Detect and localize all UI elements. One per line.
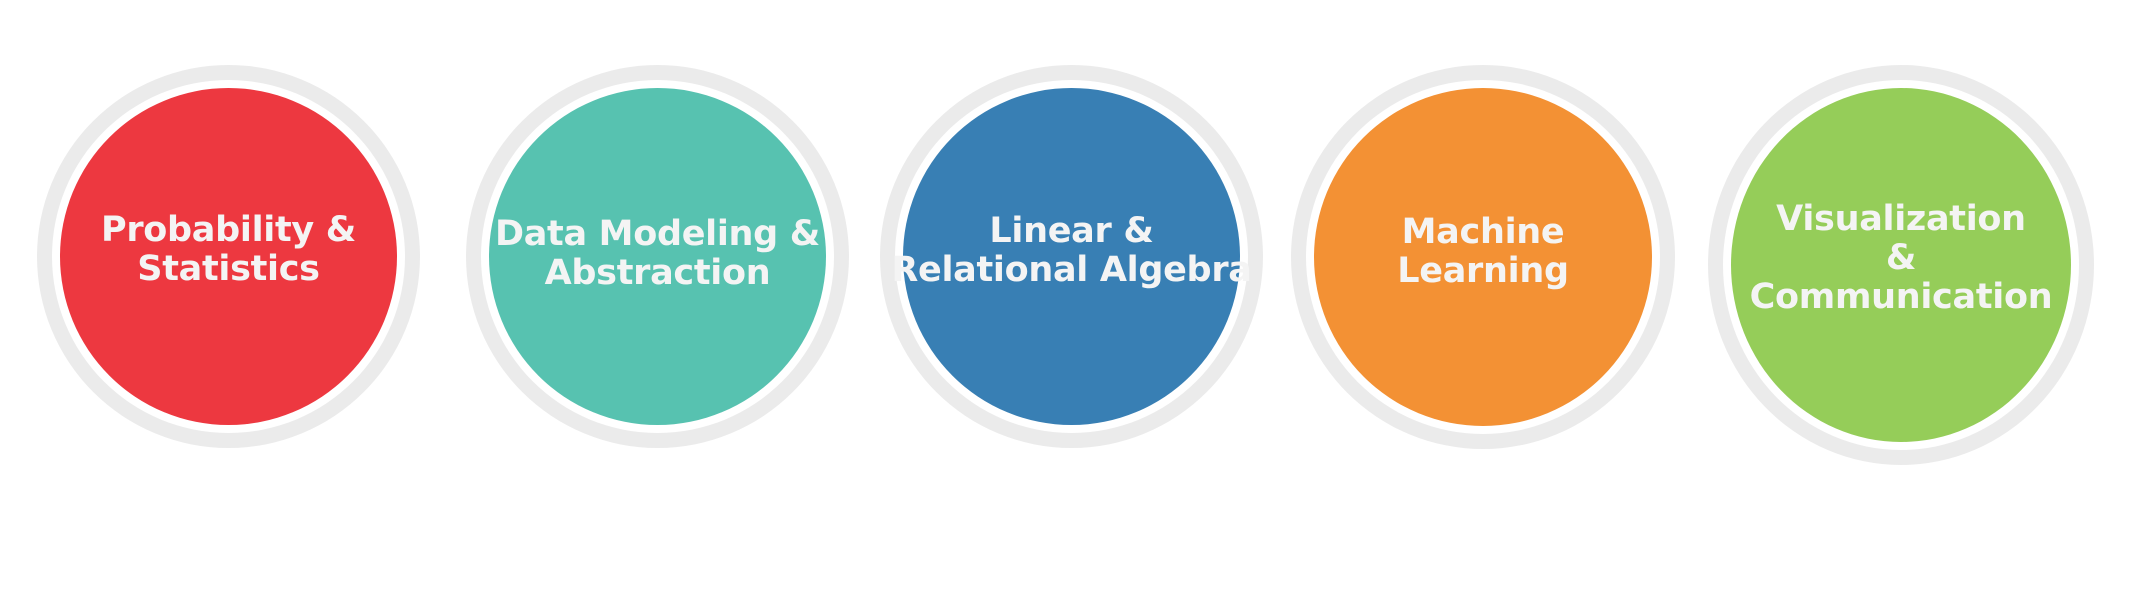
topic-label-line: & bbox=[1885, 237, 1917, 278]
topic-label-line: Learning bbox=[1397, 251, 1569, 291]
topic-circle-probability-statistics: Probability & Statistics bbox=[60, 88, 397, 425]
topic-node-linear-relational-algebra: Linear & Relational Algebra bbox=[880, 65, 1263, 448]
topic-ring-linear-relational-algebra: Linear & Relational Algebra bbox=[891, 80, 1252, 433]
topic-label-line: Visualization bbox=[1776, 198, 2026, 239]
topic-label-machine-learning: Machine Learning bbox=[1397, 212, 1569, 291]
topic-node-visualization-communication: Visualization & Communication bbox=[1708, 65, 2094, 465]
topic-label-linear-relational-algebra: Linear & Relational Algebra bbox=[891, 210, 1252, 290]
topic-label-line: Machine bbox=[1401, 212, 1565, 252]
topic-node-data-modeling-abstraction: Data Modeling & Abstraction bbox=[466, 65, 849, 448]
topic-ring-machine-learning: Machine Learning bbox=[1306, 80, 1660, 434]
topic-label-probability-statistics: Probability & Statistics bbox=[100, 209, 357, 289]
topic-label-line: Relational Algebra bbox=[891, 249, 1252, 290]
topic-label-line: Linear & bbox=[989, 210, 1154, 251]
topic-circle-data-modeling-abstraction: Data Modeling & Abstraction bbox=[489, 88, 826, 425]
topic-label-line: Probability & bbox=[100, 209, 357, 250]
topic-node-probability-statistics: Probability & Statistics bbox=[37, 65, 420, 448]
topic-circle-linear-relational-algebra: Linear & Relational Algebra bbox=[891, 88, 1252, 425]
topic-node-machine-learning: Machine Learning bbox=[1291, 65, 1675, 449]
topic-ring-visualization-communication: Visualization & Communication bbox=[1723, 80, 2079, 450]
topic-ring-data-modeling-abstraction: Data Modeling & Abstraction bbox=[481, 80, 834, 433]
topic-circle-visualization-communication: Visualization & Communication bbox=[1731, 88, 2071, 442]
topic-label-line: Communication bbox=[1749, 276, 2053, 317]
topic-label-line: Statistics bbox=[137, 248, 320, 289]
topic-label-line: Data Modeling & bbox=[494, 213, 821, 254]
topic-circle-machine-learning: Machine Learning bbox=[1314, 88, 1652, 426]
topic-ring-probability-statistics: Probability & Statistics bbox=[52, 80, 405, 433]
topic-label-data-modeling-abstraction: Data Modeling & Abstraction bbox=[494, 213, 821, 293]
topic-label-visualization-communication: Visualization & Communication bbox=[1749, 198, 2053, 317]
topic-label-line: Abstraction bbox=[544, 252, 771, 293]
